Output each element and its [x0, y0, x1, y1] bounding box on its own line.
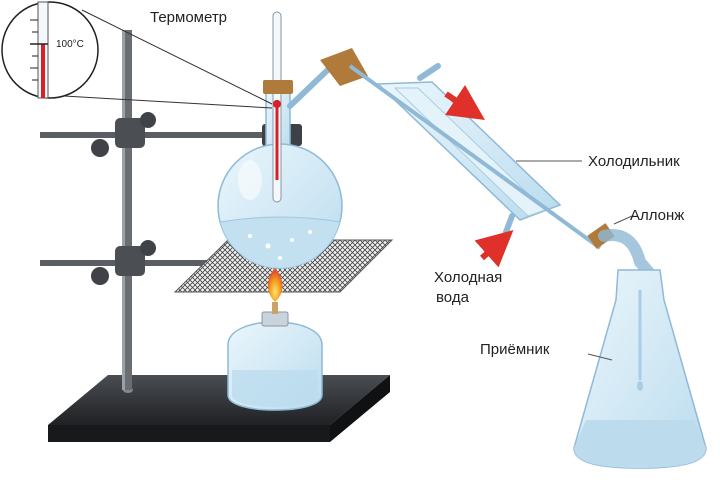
allonge-label: Аллонж	[630, 207, 684, 224]
water-out-arrow	[444, 85, 485, 120]
thermometer-label: Термометр	[150, 9, 227, 26]
stand-rod	[122, 30, 132, 390]
allonge-leader	[613, 215, 633, 225]
allonge	[587, 223, 658, 282]
water-in-arrow	[474, 230, 514, 268]
cold-water-label-line2: вода	[436, 289, 470, 306]
zoom-line-bottom	[63, 95, 273, 109]
flame	[267, 268, 283, 302]
condenser-label: Холодильник	[588, 153, 680, 170]
receiver-label: Приёмник	[480, 341, 550, 358]
thermometer	[263, 11, 293, 203]
thermometer-zoom: 100°C	[1, 1, 99, 99]
zoom-line-top	[81, 9, 273, 105]
condenser	[320, 48, 602, 250]
cold-water-label-line1: Холодная	[434, 269, 502, 286]
spirit-burner	[227, 302, 323, 411]
receiver-leader	[587, 353, 613, 361]
thermo-reading: 100°C	[56, 39, 84, 50]
receiver-flask	[573, 269, 707, 469]
stand-base	[48, 375, 390, 442]
